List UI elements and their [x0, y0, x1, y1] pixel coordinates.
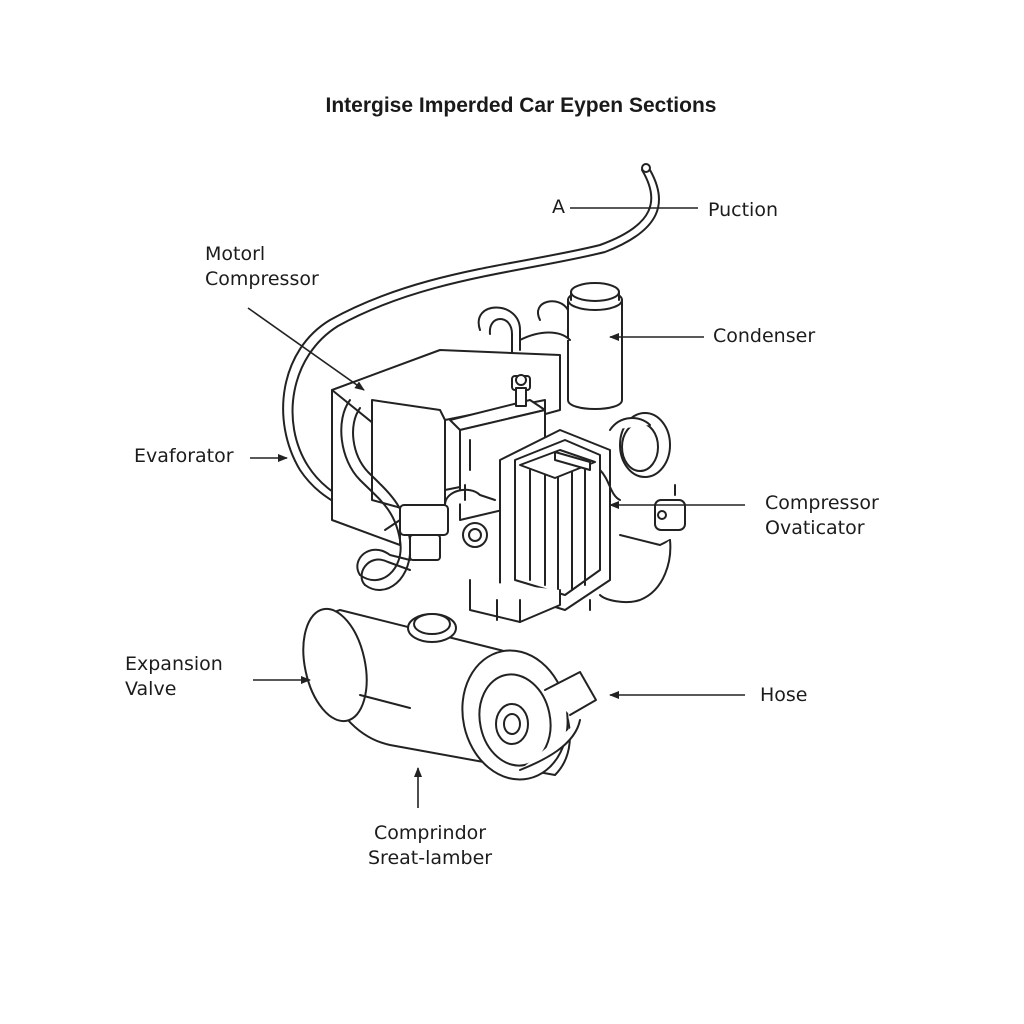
label-expansion-valve-line-2: Valve [125, 678, 177, 700]
connector-stub [496, 599, 591, 621]
leader-motor [247, 307, 365, 391]
label-expansion-valve: Expansion Valve [125, 652, 223, 702]
label-condenser: Condenser [713, 325, 816, 347]
label-expansion-valve-line-1: Expansion [125, 653, 223, 675]
label-compressor-chamber: Comprindor Sreat-lamber [368, 821, 492, 871]
label-evaporator: Evaforator [134, 445, 234, 467]
label-compressor-oscillator-line-1: Compressor [765, 492, 879, 514]
right-connector [599, 469, 686, 604]
label-puction: Puction [708, 199, 779, 221]
chamber-cylinder [302, 607, 597, 781]
label-compressor-oscillator-line-2: Ovaticator [765, 517, 865, 539]
label-motor-compressor-line-2: Compressor [205, 268, 319, 290]
label-a: A [552, 196, 565, 218]
leader-lines [247, 207, 745, 808]
pump-housing [469, 429, 611, 623]
label-compressor-oscillator: Compressor Ovaticator [765, 491, 879, 541]
lower-pipes [340, 399, 412, 591]
top-fitting [511, 374, 531, 407]
valve-assembly [384, 484, 496, 561]
diagram-title: Intergise Imperded Car Eypen Sections [325, 94, 717, 117]
label-hose: Hose [760, 684, 808, 706]
side-fan [609, 412, 671, 478]
label-compressor-chamber-line-2: Sreat-lamber [368, 847, 493, 869]
label-compressor-chamber-line-1: Comprindor [374, 822, 487, 844]
label-motor-compressor-line-1: Motorl [205, 243, 266, 265]
label-motor-compressor: Motorl Compressor [205, 242, 319, 292]
condenser-cylinder [519, 282, 623, 410]
top-loop-pipe [477, 300, 569, 353]
refrigerant-line [282, 163, 660, 521]
